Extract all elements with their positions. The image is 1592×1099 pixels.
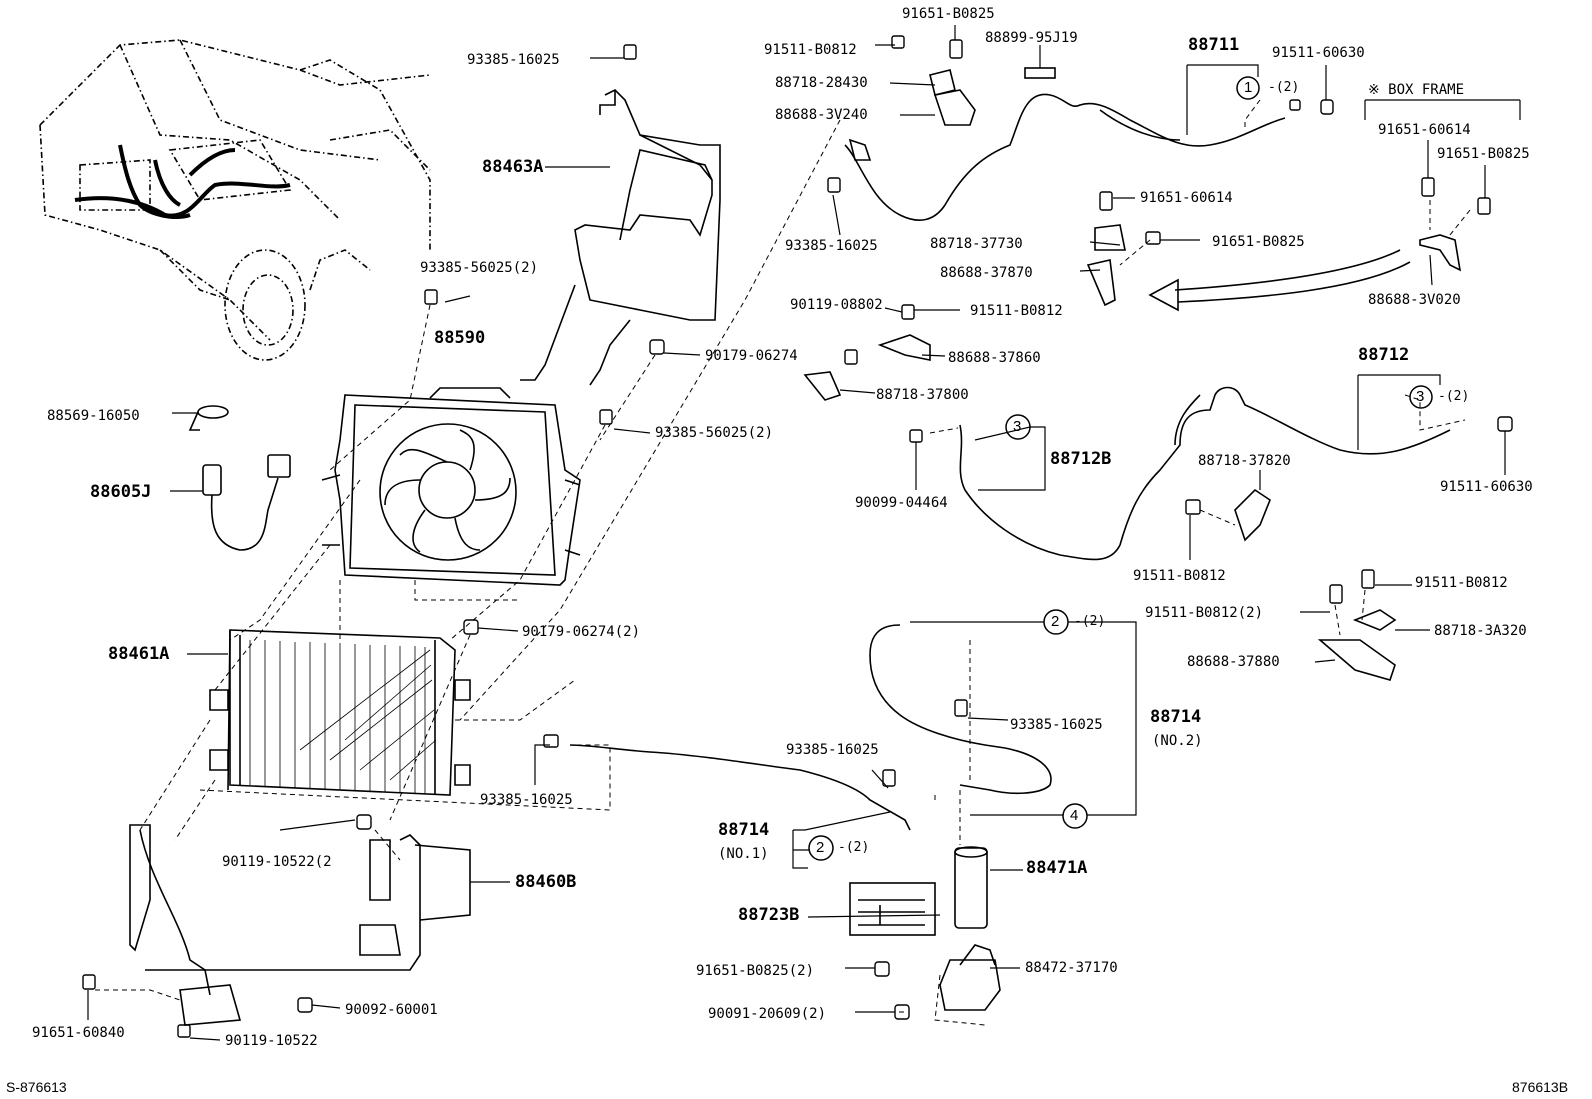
footer-right-id: 876613B	[1512, 1079, 1569, 1095]
box-frame-label: ※ BOX FRAME	[1368, 82, 1465, 98]
part-90119-10522: 90119-10522	[225, 1033, 318, 1049]
part-88711: 88711	[1188, 35, 1240, 55]
part-93385-56025-b: 93385-56025(2)	[655, 425, 774, 441]
condenser-fins	[249, 640, 437, 794]
liquid-hose	[959, 386, 1451, 561]
shroud-bracket	[520, 89, 721, 386]
part-90119-10522-2: 90119-10522(2	[222, 854, 332, 870]
part-88688-37860: 88688-37860	[948, 350, 1041, 366]
part-91651-b0825-mid: 91651-B0825	[1212, 234, 1305, 250]
callout-circles	[808, 76, 1433, 861]
part-88471a: 88471A	[1026, 858, 1088, 878]
fan-connector	[202, 454, 291, 551]
caution-label	[849, 882, 936, 936]
part-91511-60630-r: 91511-60630	[1440, 479, 1533, 495]
callout-1-qty: -(2)	[1268, 80, 1300, 95]
part-88688-37880: 88688-37880	[1187, 654, 1280, 670]
part-93385-56025-a: 93385-56025(2)	[420, 260, 539, 276]
footer-left-id: S-876613	[6, 1079, 67, 1095]
callout-2-number-a: 2	[1051, 613, 1060, 630]
part-91511-b0812-mid: 91511-B0812	[970, 303, 1063, 319]
callout-2-qty-b: -(2)	[838, 840, 870, 855]
part-91511-b0812-2: 91511-B0812(2)	[1145, 605, 1264, 621]
part-90119-08802: 90119-08802	[790, 297, 883, 313]
part-88718-28430: 88718-28430	[775, 75, 868, 91]
receiver-bracket	[939, 944, 1001, 1011]
suction-pipe-no1	[569, 744, 911, 831]
part-91651-b0825-top: 91651-B0825	[902, 6, 995, 22]
part-88688-3v020: 88688-3V020	[1368, 292, 1461, 308]
part-91511-b0812-r: 91511-B0812	[1415, 575, 1508, 591]
callout-3-number-a: 3	[1013, 418, 1022, 435]
part-88460b: 88460B	[515, 872, 577, 892]
part-88590: 88590	[434, 328, 486, 348]
part-88899-95j19: 88899-95J19	[985, 30, 1078, 46]
part-88712b: 88712B	[1050, 449, 1112, 469]
part-93385-16025-d: 93385-16025	[786, 742, 879, 758]
part-88718-37730: 88718-37730	[930, 236, 1023, 252]
suction-pipe-no2	[869, 624, 1052, 795]
callout-4-number: 4	[1070, 807, 1079, 824]
brackets-right	[803, 67, 1462, 681]
part-90099-04464: 90099-04464	[855, 495, 948, 511]
part-91651-60614-a: 91651-60614	[1378, 122, 1471, 138]
part-88718-3a320: 88718-3A320	[1434, 623, 1527, 639]
part-91511-b0812-low: 91511-B0812	[1133, 568, 1226, 584]
part-91511-b0812-top: 91511-B0812	[764, 42, 857, 58]
fan-shroud	[321, 387, 581, 586]
receiver-drier	[954, 846, 988, 929]
part-88688-37870: 88688-37870	[940, 265, 1033, 281]
part-91651-b0825-2: 91651-B0825(2)	[696, 963, 815, 979]
part-93385-16025-r: 93385-16025	[785, 238, 878, 254]
part-88569-16050: 88569-16050	[47, 408, 140, 424]
part-93385-16025-top: 93385-16025	[467, 52, 560, 68]
part-90091-20609: 90091-20609(2)	[708, 1006, 827, 1022]
part-88463a: 88463A	[482, 157, 544, 177]
clip-88569	[188, 405, 229, 431]
fasteners	[82, 35, 1513, 1038]
condenser	[209, 629, 471, 796]
part-88714-no1: (NO.1)	[718, 846, 769, 862]
part-88714-no2: (NO.2)	[1152, 733, 1203, 749]
part-88718-37820: 88718-37820	[1198, 453, 1291, 469]
part-88714-b: 88714	[718, 820, 770, 840]
callout-2-number-b: 2	[816, 839, 825, 856]
callout-3-number-b: 3	[1416, 388, 1425, 405]
part-93385-16025-mid: 93385-16025	[480, 792, 573, 808]
part-88718-37800: 88718-37800	[876, 387, 969, 403]
part-91651-b0825-box: 91651-B0825	[1437, 146, 1530, 162]
part-88714: 88714	[1150, 707, 1202, 727]
part-91651-60840: 91651-60840	[32, 1025, 125, 1041]
discharge-hose	[844, 93, 1286, 221]
part-91511-60630-top: 91511-60630	[1272, 45, 1365, 61]
part-93385-16025-c: 93385-16025	[1010, 717, 1103, 733]
part-88723b: 88723B	[738, 905, 800, 925]
leader-lines	[87, 25, 1521, 1041]
part-91651-60614-b: 91651-60614	[1140, 190, 1233, 206]
part-90179-06274-2: 90179-06274(2)	[522, 624, 641, 640]
part-88472-37170: 88472-37170	[1025, 960, 1118, 976]
part-90092-60001: 90092-60001	[345, 1002, 438, 1018]
vehicle-harness	[74, 144, 291, 219]
vehicle-outline	[39, 39, 431, 361]
callout-3-qty: -(2)	[1438, 389, 1470, 404]
part-88605j: 88605J	[90, 482, 152, 502]
part-88712: 88712	[1358, 345, 1410, 365]
part-90179-06274: 90179-06274	[705, 348, 798, 364]
box-frame-arrow	[1148, 249, 1411, 312]
callout-2-qty-a: -(2)	[1074, 614, 1106, 629]
part-88461a: 88461A	[108, 644, 170, 664]
alignment-lines	[95, 99, 1471, 1026]
part-88688-3v240: 88688-3V240	[775, 107, 868, 123]
callout-1-number: 1	[1244, 79, 1253, 96]
